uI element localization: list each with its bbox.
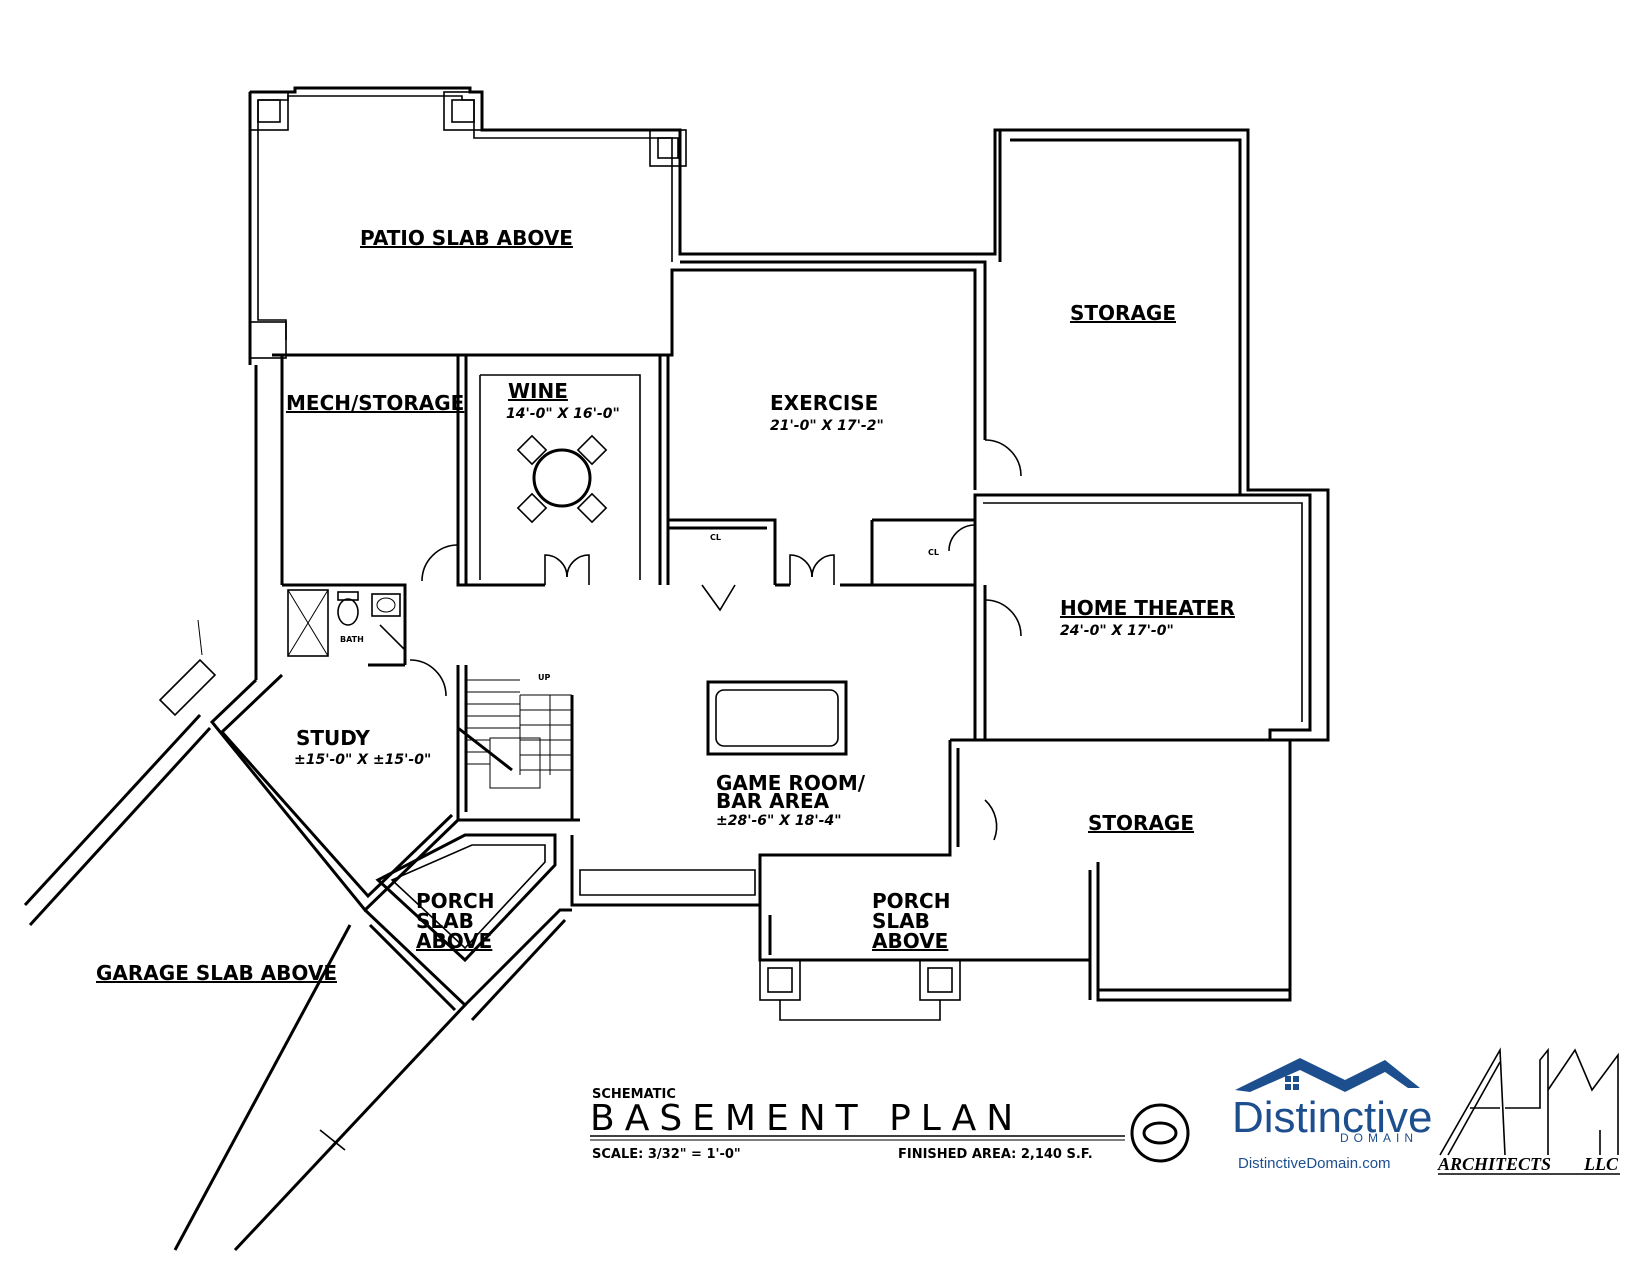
porch-right-label-3: ABOVE: [872, 929, 948, 953]
home-theater-label: HOME THEATER: [1060, 596, 1235, 620]
closet-right-label: CL: [928, 548, 939, 557]
porch-left-label-3: ABOVE: [416, 929, 492, 953]
title-schematic: SCHEMATIC: [592, 1087, 676, 1102]
study-and-garage-walls: [23, 619, 1090, 1252]
title-finished-area: FINISHED AREA: 2,140 S.F.: [898, 1147, 1093, 1162]
distinctive-domain-logo: Distinctive DOMAIN DistinctiveDomain.com: [1232, 1058, 1433, 1172]
bath-fixtures: [282, 583, 407, 667]
door-swings: [379, 439, 1022, 841]
pool-table: [706, 680, 848, 756]
north-arrow-icon: [1130, 1103, 1190, 1163]
roof-icon: [1235, 1058, 1420, 1092]
ahm-architects-logo: ARCHITECTS LLC: [1437, 1047, 1620, 1175]
mech-storage-label: MECH/STORAGE: [286, 391, 464, 415]
game-room-label-line2: BAR AREA: [716, 789, 830, 813]
wine-table: [516, 434, 608, 524]
ahm-logo-architects: ARCHITECTS: [1437, 1154, 1551, 1174]
wine-label: WINE: [508, 379, 568, 403]
storage-bottom-label: STORAGE: [1088, 811, 1194, 835]
stairs: UP: [457, 673, 572, 789]
game-room-dimensions: ±28'-6" X 18'-4": [716, 813, 842, 829]
porch-left-label-2: SLAB: [416, 909, 474, 933]
porch-left-label-1: PORCH: [416, 889, 494, 913]
storage-top-label: STORAGE: [1070, 301, 1176, 325]
patio-slab-label: PATIO SLAB ABOVE: [360, 226, 573, 250]
distinctive-logo-url: DistinctiveDomain.com: [1238, 1155, 1391, 1172]
storage-top-walls: [998, 130, 1242, 495]
study-dimensions: ±15'-0" X ±15'-0": [294, 752, 431, 768]
porch-right-label-1: PORCH: [872, 889, 950, 913]
distinctive-logo-name: Distinctive: [1232, 1093, 1433, 1142]
garage-slab-label: GARAGE SLAB ABOVE: [96, 961, 337, 985]
wine-dimensions: 14'-0" X 16'-0": [506, 406, 620, 422]
bath-label: BATH: [340, 635, 364, 644]
stair-up-label: UP: [538, 673, 550, 682]
distinctive-logo-sub: DOMAIN: [1340, 1131, 1418, 1145]
main-shell-walls: [254, 260, 1312, 1000]
ahm-logo-llc: LLC: [1583, 1154, 1619, 1174]
game-room-label-line1: GAME ROOM/: [716, 771, 866, 795]
home-theater-dimensions: 24'-0" X 17'-0": [1060, 623, 1174, 639]
title-block: SCHEMATIC BASEMENT PLAN SCALE: 3/32" = 1…: [590, 1087, 1190, 1163]
study-label: STUDY: [296, 726, 370, 750]
title-basement-plan: BASEMENT PLAN: [590, 1098, 1023, 1139]
closet-left-label: CL: [710, 533, 721, 542]
exercise-label: EXERCISE: [770, 391, 878, 415]
title-scale: SCALE: 3/32" = 1'-0": [592, 1147, 741, 1162]
porch-right-label-2: SLAB: [872, 909, 930, 933]
exercise-dimensions: 21'-0" X 17'-2": [770, 418, 884, 434]
